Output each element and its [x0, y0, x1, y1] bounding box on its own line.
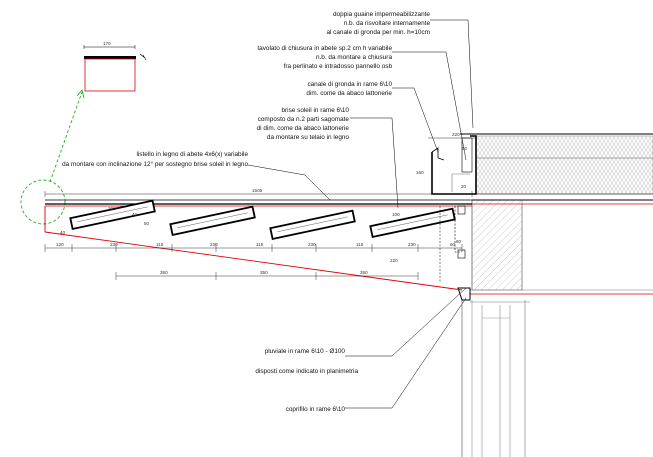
overall-length-dim: 1505: [252, 188, 263, 193]
leader-lines: [247, 19, 474, 409]
note-coping-line-1: coprifilo in rame 6\10: [286, 406, 346, 413]
note-brise-line-4: da montare su telaio in legno: [267, 134, 350, 141]
chain-dim-2: 230: [110, 242, 118, 247]
note-membrane-line-3: al canale di gronda per min. h=10cm: [326, 29, 430, 36]
blade-depth-dim: 40: [132, 212, 138, 217]
chain-dim-8: 230: [408, 242, 416, 247]
chain-dim-9: 60: [450, 242, 456, 247]
note-brise-line-1: brise soleil in rame 6\10: [282, 107, 350, 114]
blade-span-dim: 100: [392, 212, 400, 217]
blade-width-dim: 300: [108, 206, 116, 211]
note-gutter-line-1: canale di gronda in rame 6\10: [307, 81, 392, 88]
note-batten-line-1: listello in legno di abete 4x6(x) variab…: [136, 151, 248, 158]
note-downpipe-line-1: pluviale in rame 6\10 - Ø100: [265, 348, 346, 355]
gap-right-dim: 20: [461, 184, 467, 189]
chain-dim-3: 115: [156, 242, 164, 247]
note-downpipe-line-2: disposti come indicato in planimetria: [255, 368, 358, 375]
note-batten: listello in legno di abete 4x6(x) variab…: [62, 151, 248, 168]
pitch-dim-2: 350: [260, 270, 268, 275]
note-gutter-line-2: dim. come da abaco lattonerie: [306, 90, 392, 97]
drop-dim: 220: [390, 258, 398, 263]
gutter-width-dim: 220: [452, 132, 460, 137]
note-brise-line-3: di dim. come da abaco lattonerie: [257, 125, 350, 132]
detail-callout: [20, 89, 85, 225]
note-coping: coprifilo in rame 6\10: [286, 406, 346, 413]
gutter-channel: 220 160 50 20: [416, 132, 477, 195]
note-boarding-line-1: tavolato di chiusura in abete sp.2 cm h …: [257, 45, 392, 52]
note-brise-line-2: composto da n.2 parti sagomate: [258, 116, 350, 123]
note-membrane: doppia guaine impermeabilizzante n.b. da…: [326, 11, 430, 36]
dimension-chain-2: 350 350 350: [115, 270, 419, 280]
note-boarding: tavolato di chiusura in abete sp.2 cm h …: [257, 45, 392, 70]
note-gutter: canale di gronda in rame 6\10 dim. come …: [306, 81, 392, 97]
pitch-dim-1: 350: [160, 270, 168, 275]
blade-3: [269, 209, 356, 241]
note-batten-line-2: da montare con inclinazione 12° per sost…: [62, 160, 248, 168]
detail-width-dim: 170: [103, 41, 111, 46]
edge-dim: 40: [60, 230, 66, 235]
note-membrane-line-1: doppia guaine impermeabilizzante: [333, 11, 430, 18]
chain-dim-4: 230: [210, 242, 218, 247]
dimension-chain-1: 120 230 115 230 115 230 115 230 60: [44, 242, 463, 252]
note-boarding-line-3: fra perlinato e intradosso pannello osb: [284, 63, 393, 70]
gutter-height-dim: 160: [416, 170, 424, 175]
note-boarding-line-2: n.b. da montare a chiusura: [316, 54, 392, 61]
note-downpipe: pluviale in rame 6\10 - Ø100 disposti co…: [255, 348, 358, 375]
note-brise-soleil: brise soleil in rame 6\10 composto da n.…: [257, 107, 350, 141]
blade-depth2-dim: 50: [144, 221, 150, 226]
pitch-dim-3: 350: [360, 270, 368, 275]
brise-soleil-blades: 300 40 50 100 40 220 60: [60, 199, 466, 282]
gutter-lip-dim: 50: [462, 146, 468, 151]
note-membrane-line-2: n.b. da risvoltare internamente: [344, 20, 431, 27]
bracket-gap-dim: 60: [456, 239, 462, 244]
canopy-beam: 1505: [44, 188, 473, 291]
chain-dim-5: 115: [256, 242, 264, 247]
chain-dim-6: 230: [308, 242, 316, 247]
blade-2: [169, 205, 256, 237]
building-section: [457, 133, 653, 457]
chain-dim-7: 115: [356, 242, 364, 247]
blade-1: [69, 199, 156, 231]
gutter-detail-view: 170: [83, 41, 147, 92]
blade-4: [369, 207, 456, 239]
chain-dim-1: 120: [56, 242, 64, 247]
